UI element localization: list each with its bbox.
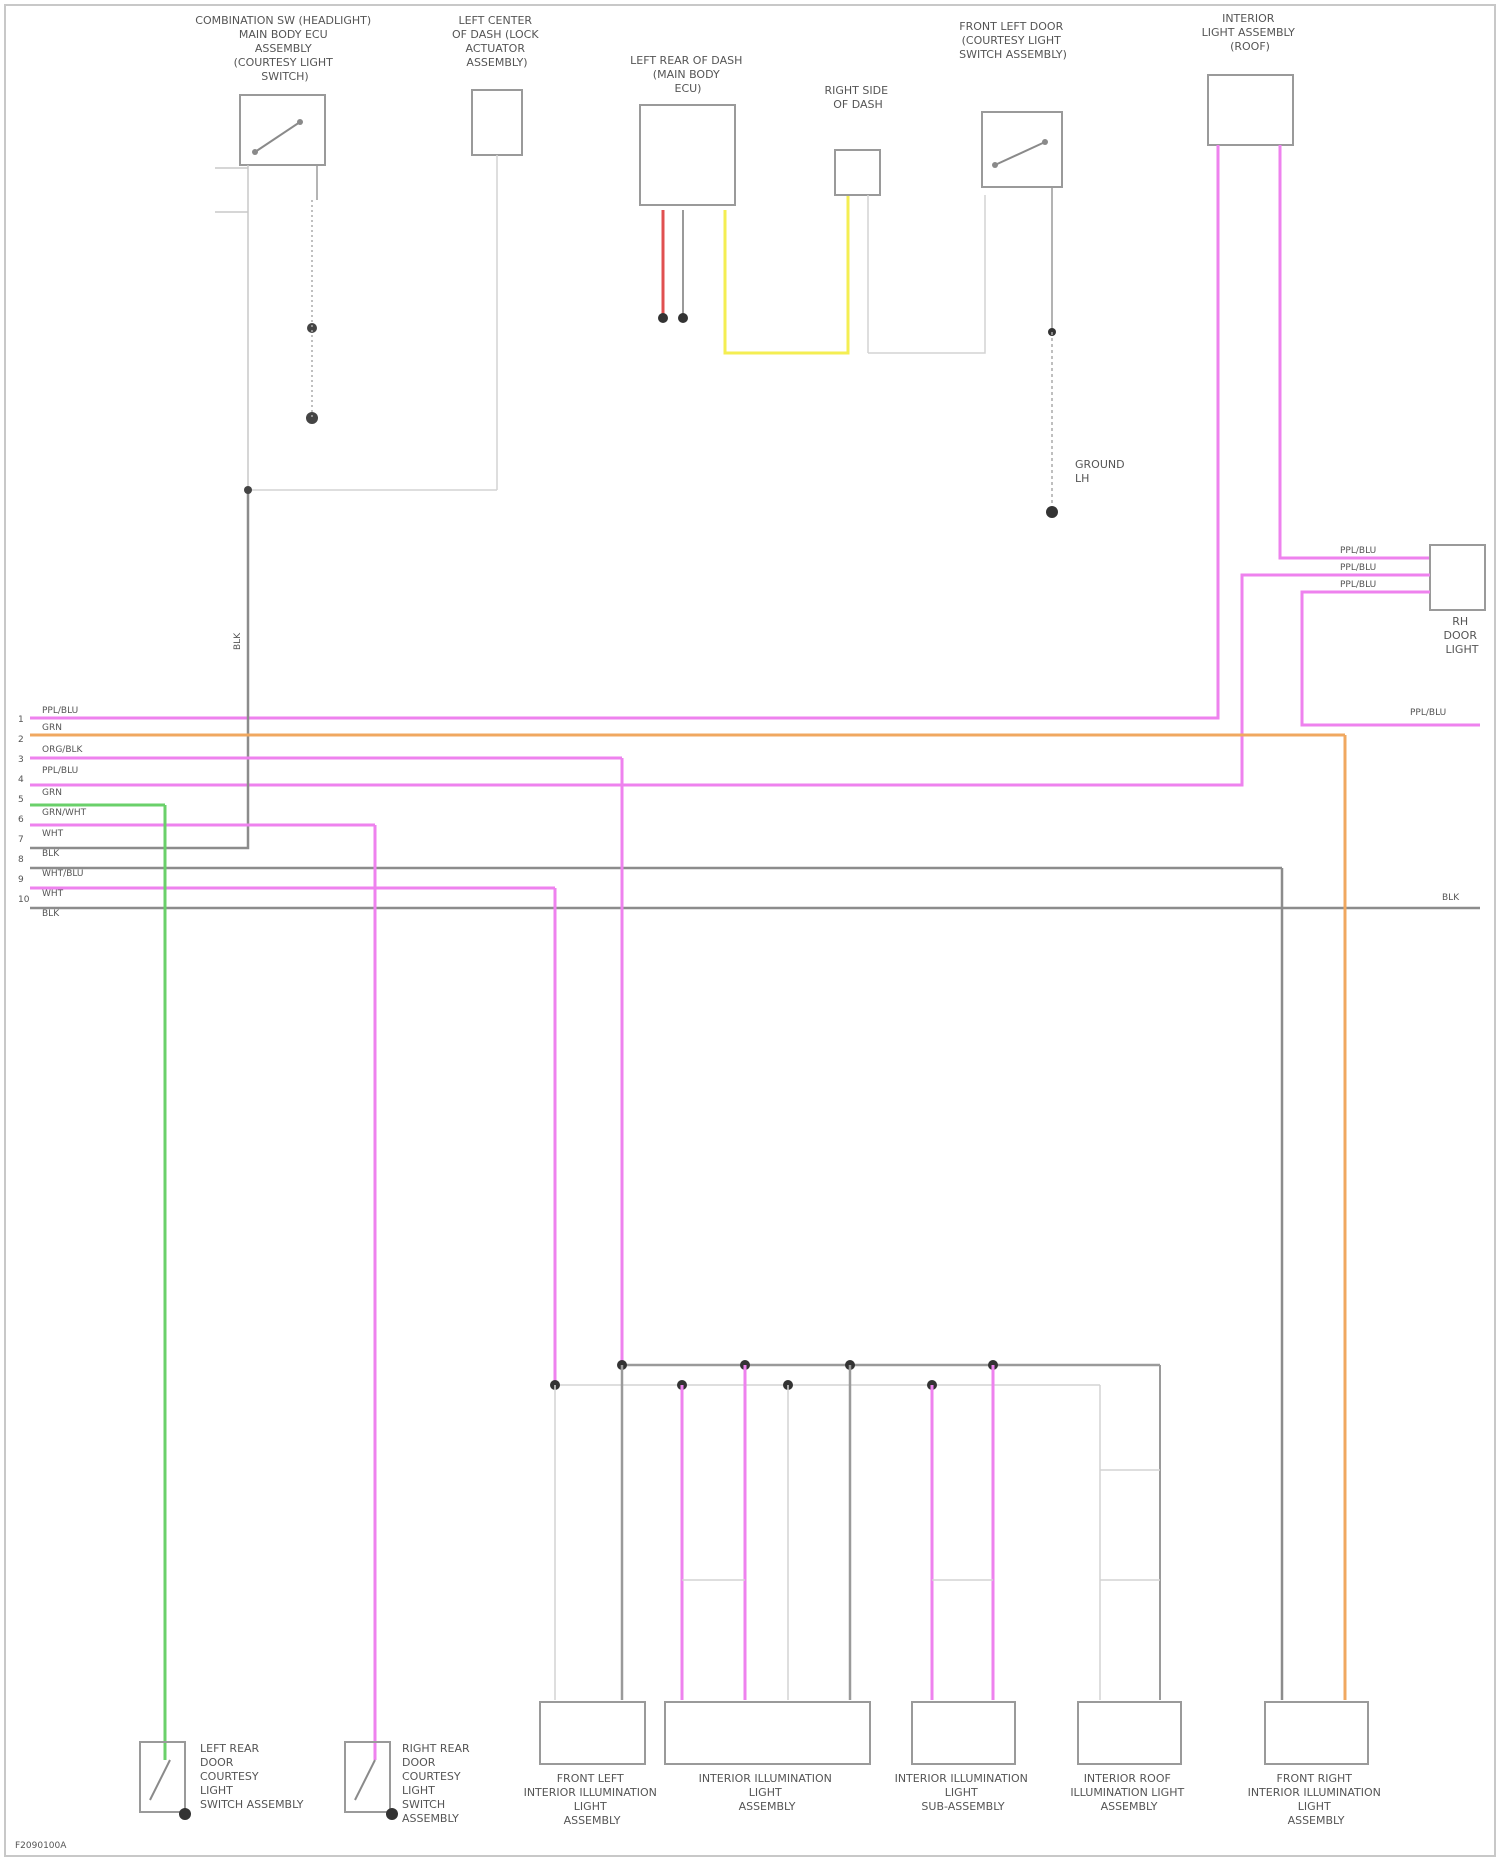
bus-label: BLK — [42, 849, 60, 859]
footer-code: F2090100A — [15, 1841, 67, 1851]
right-connector-body — [1430, 545, 1485, 610]
junction-block-label: LEFT REAR OF DASH (MAIN BODY ECU) — [630, 54, 746, 95]
bus-number: 8 — [18, 855, 24, 865]
door-actuator-label: LEFT CENTER OF DASH (LOCK ACTUATOR ASSEM… — [452, 14, 542, 69]
lamp-1-label: FRONT LEFT INTERIOR ILLUMINATION LIGHT A… — [524, 1772, 661, 1827]
lamp-5-body — [1265, 1702, 1368, 1764]
junction-block: LEFT REAR OF DASH (MAIN BODY ECU) — [630, 54, 848, 353]
right-switch: FRONT LEFT DOOR (COURTESY LIGHT SWITCH A… — [959, 20, 1067, 518]
top-right-block-body — [1208, 75, 1293, 145]
lamp-1-body — [540, 1702, 645, 1764]
lamp-5-label: FRONT RIGHT INTERIOR ILLUMINATION LIGHT … — [1248, 1772, 1385, 1827]
lamp-1: FRONT LEFT INTERIOR ILLUMINATION LIGHT A… — [524, 1702, 661, 1827]
bus-number: 3 — [18, 755, 24, 765]
lamp-2-body — [665, 1702, 870, 1764]
right-connector-label: RH DOOR LIGHT — [1444, 615, 1481, 656]
bus-label: WHT — [42, 889, 64, 899]
bus-number: 10 — [18, 895, 30, 905]
bus-number: 7 — [18, 835, 24, 845]
roof-wire-2 — [1280, 145, 1430, 558]
lamp-4-label: INTERIOR ROOF ILLUMINATION LIGHT ASSEMBL… — [1070, 1772, 1187, 1813]
diagram-frame — [5, 5, 1495, 1856]
right-switch-body — [982, 112, 1062, 187]
lamp-2-label: INTERIOR ILLUMINATION LIGHT ASSEMBLY — [699, 1772, 836, 1813]
right-connector-wire-label-1: PPL/BLU — [1340, 546, 1376, 556]
ground-right-label: GROUND LH — [1075, 458, 1128, 485]
roof-wire-1 — [30, 145, 1218, 718]
door-actuator-body — [472, 90, 522, 155]
bus-number: 4 — [18, 775, 24, 785]
lamp-4: INTERIOR ROOF ILLUMINATION LIGHT ASSEMBL… — [1070, 1702, 1187, 1813]
lamp-3: INTERIOR ILLUMINATION LIGHT SUB-ASSEMBLY — [895, 1702, 1032, 1813]
top-left-switch-body — [240, 95, 325, 165]
lamp-3-body — [912, 1702, 1015, 1764]
bus-label: PPL/BLU — [42, 706, 78, 716]
bus-number: 1 — [18, 715, 24, 725]
bus-label: WHT/BLU — [42, 869, 84, 879]
small-connector-label: RIGHT SIDE OF DASH — [824, 84, 891, 111]
bus-number: 2 — [18, 735, 24, 745]
bus-label: WHT — [42, 829, 64, 839]
lamp-5: FRONT RIGHT INTERIOR ILLUMINATION LIGHT … — [1248, 1702, 1385, 1827]
top-left-switch-label: COMBINATION SW (HEADLIGHT) MAIN BODY ECU… — [195, 14, 374, 83]
bus-numbers: 1 2 3 4 5 6 7 8 9 10 — [18, 715, 30, 905]
bus-number: 6 — [18, 815, 24, 825]
right-connector-wire-label-3: PPL/BLU — [1340, 580, 1376, 590]
right-tail-label: PPL/BLU — [1410, 708, 1446, 718]
lamp-3-label: INTERIOR ILLUMINATION LIGHT SUB-ASSEMBLY — [895, 1772, 1032, 1813]
bottom-left-switch-2: RIGHT REAR DOOR COURTESY LIGHT SWITCH AS… — [345, 1742, 473, 1825]
lamp-4-body — [1078, 1702, 1181, 1764]
door-actuator: LEFT CENTER OF DASH (LOCK ACTUATOR ASSEM… — [452, 14, 542, 490]
right-connector-wire-label-2: PPL/BLU — [1340, 563, 1376, 573]
left-blk-label: BLK — [233, 632, 243, 650]
lamp-2: INTERIOR ILLUMINATION LIGHT ASSEMBLY — [665, 1702, 870, 1813]
left-blk-wire — [30, 490, 248, 848]
bus-label: GRN/WHT — [42, 808, 87, 818]
bus-label: GRN — [42, 723, 62, 733]
yellow-wire — [725, 195, 848, 353]
junction-block-body — [640, 105, 735, 205]
ground-right: GROUND LH — [1075, 458, 1128, 485]
bus-label: BLK — [42, 909, 60, 919]
bus-end-label: BLK — [1442, 893, 1460, 903]
bus-label: PPL/BLU — [42, 766, 78, 776]
bottom-distribution — [550, 1360, 1160, 1700]
right-switch-label: FRONT LEFT DOOR (COURTESY LIGHT SWITCH A… — [959, 20, 1067, 61]
bottom-left-switch-1-label: LEFT REAR DOOR COURTESY LIGHT SWITCH ASS… — [200, 1742, 304, 1811]
bus-number: 5 — [18, 795, 24, 805]
bus-label: ORG/BLK — [42, 745, 84, 755]
top-right-block-label: INTERIOR LIGHT ASSEMBLY (ROOF) — [1202, 12, 1299, 53]
bottom-left-switch-2-label: RIGHT REAR DOOR COURTESY LIGHT SWITCH AS… — [402, 1742, 473, 1825]
bus-number: 9 — [18, 875, 24, 885]
top-left-switch: COMBINATION SW (HEADLIGHT) MAIN BODY ECU… — [195, 14, 374, 490]
rh-wire-b — [1302, 592, 1480, 725]
small-connector-body — [835, 150, 880, 195]
rh-wire-a — [30, 575, 1430, 785]
top-left-switch-contact — [255, 122, 300, 152]
bus-label: GRN — [42, 788, 62, 798]
